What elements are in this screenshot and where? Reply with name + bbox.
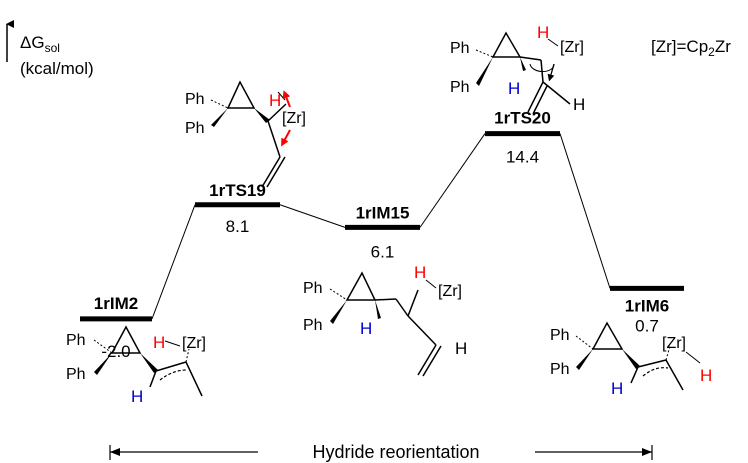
energy-value-1rTS20: 14.4 [506, 148, 539, 167]
hydride-reorientation-arrow: Hydride reorientation [109, 442, 653, 462]
svg-text:[Zr]: [Zr] [182, 335, 206, 352]
connector-line [419, 133, 486, 228]
state-label-1rTS19: 1rTS19 [209, 181, 266, 200]
svg-text:Ph: Ph [450, 40, 470, 57]
svg-text:H: H [455, 339, 467, 358]
level-connectors [151, 133, 611, 320]
hydride-h-im6: H [700, 366, 712, 385]
state-1rIM15: 1rIM15 6.1 [345, 203, 420, 261]
state-label-1rIM15: 1rIM15 [356, 203, 410, 222]
structure-1rTS19: Ph Ph H [Zr] [185, 80, 306, 188]
state-label-1rIM2: 1rIM2 [94, 294, 138, 313]
state-label-1rTS20: 1rTS20 [494, 109, 551, 128]
connector-line [559, 133, 611, 289]
svg-text:H: H [611, 379, 623, 398]
svg-text:[Zr]: [Zr] [662, 335, 686, 352]
svg-text:H: H [508, 79, 520, 98]
svg-text:H: H [131, 387, 143, 406]
hydride-h-im15: H [414, 263, 426, 282]
state-1rTS20: 1rTS20 14.4 [485, 109, 560, 167]
svg-text:H: H [360, 319, 372, 338]
state-1rIM2: 1rIM2 -2.0 [80, 294, 152, 361]
svg-text:Ph: Ph [303, 317, 323, 334]
structure-1rTS20: Ph Ph H H [Zr] H [450, 23, 585, 115]
connector-line [151, 204, 196, 320]
svg-text:Ph: Ph [550, 361, 570, 378]
connector-line [279, 204, 346, 228]
structure-1rIM6: Ph Ph H [Zr] H [550, 321, 712, 398]
svg-text:Ph: Ph [185, 120, 205, 137]
svg-text:[Zr]: [Zr] [282, 110, 306, 127]
svg-text:Ph: Ph [550, 327, 570, 344]
hydride-h-ts19: H [269, 91, 281, 110]
svg-text:Ph: Ph [185, 91, 205, 108]
structure-1rIM15: Ph Ph H H [Zr] H [303, 263, 467, 377]
hydride-h-im2: H [153, 333, 165, 352]
energy-value-1rIM6: 0.7 [635, 316, 659, 335]
energy-value-1rIM15: 6.1 [371, 242, 395, 261]
hydride-h-ts20: H [537, 23, 549, 42]
svg-text:Ph: Ph [66, 332, 86, 349]
energy-levels: 1rIM2 -2.0 1rTS19 8.1 1rIM15 6.1 1rTS20 … [80, 109, 684, 361]
svg-text:Ph: Ph [450, 79, 470, 96]
state-label-1rIM6: 1rIM6 [625, 296, 669, 315]
svg-text:H: H [573, 95, 585, 114]
energy-value-1rIM2: -2.0 [101, 342, 130, 361]
state-1rTS19: 1rTS19 8.1 [195, 181, 280, 236]
zr-definition: [Zr]=Cp2Zr [651, 37, 731, 59]
state-1rIM6: 1rIM6 0.7 [610, 285, 684, 335]
energy-value-1rTS19: 8.1 [226, 217, 250, 236]
footer-caption: Hydride reorientation [312, 442, 479, 462]
svg-text:Ph: Ph [303, 280, 323, 297]
svg-text:[Zr]: [Zr] [560, 39, 584, 56]
svg-text:Ph: Ph [66, 366, 86, 383]
structure-1rIM2: Ph Ph H H [Zr] [66, 325, 206, 406]
axis-unit: (kcal/mol) [20, 59, 94, 78]
axis-label: ΔGsol [20, 33, 60, 55]
svg-text:[Zr]: [Zr] [438, 283, 462, 300]
